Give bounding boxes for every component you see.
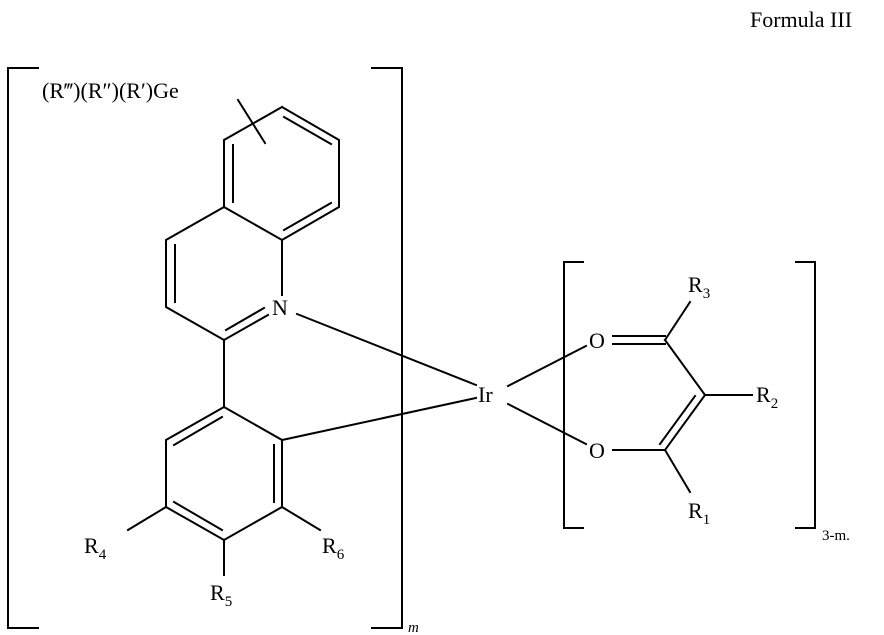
oxygen-top: O [589,328,605,353]
acac-backbone [612,300,753,494]
ligand-bracket-right [371,67,403,629]
r5-label: R5 [210,580,232,610]
oxygen-bottom: O [589,438,605,463]
r3-label: R3 [688,272,710,302]
r6-label: R6 [322,533,345,563]
phenyl-ring [165,405,283,542]
r1-label: R1 [688,498,710,528]
ligand-bracket-left [7,67,39,629]
germyl-bond [236,98,267,145]
r6-bond [280,505,322,532]
acac-bracket-right [795,261,816,529]
r4-bond [126,505,168,532]
n-ir-bond [295,312,478,387]
acac-count-subscript: 3-m. [822,528,850,544]
r2-label: R2 [756,382,778,412]
c-ir-bond [280,396,478,442]
ir-o-top-bond [506,344,588,388]
quinoline-benzo-ring [223,105,340,242]
r4-label: R4 [84,533,107,563]
acac-bracket-left [563,261,584,529]
iridium-atom: Ir [478,382,493,407]
nitrogen-atom: N [272,295,288,320]
ligand-count-subscript: m [408,620,419,635]
formula-label: Formula III [750,7,852,32]
germyl-group-label: (R‴)(R″)(R′)Ge [42,78,179,103]
ir-o-bottom-bond [506,402,588,446]
quinoline-pyridine-ring [165,205,283,342]
